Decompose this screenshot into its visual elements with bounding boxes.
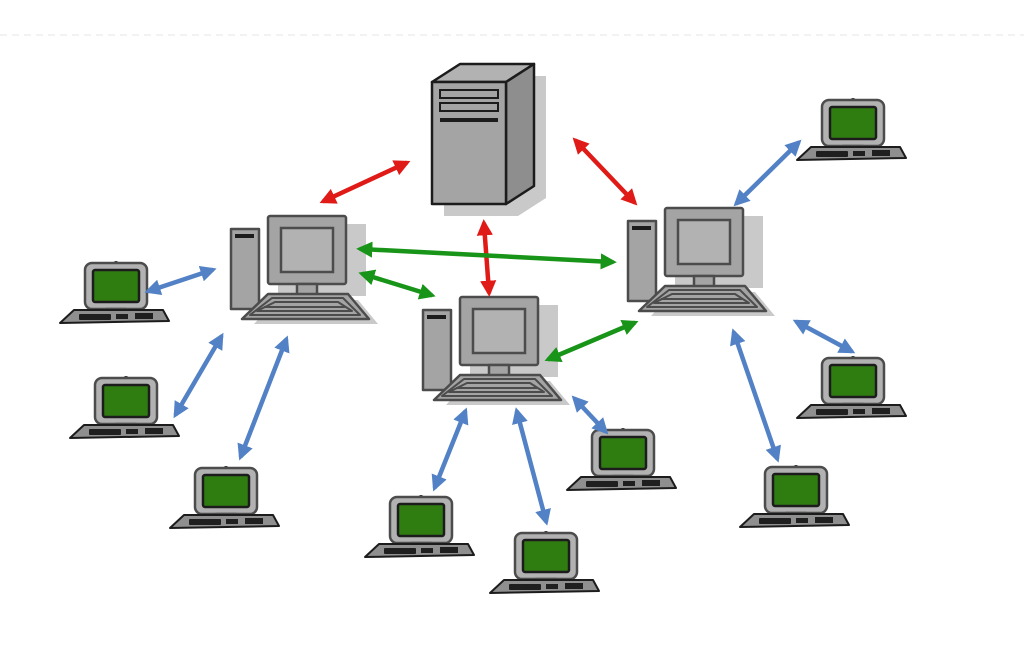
link-workstation-right-to-client-top-right <box>733 139 802 207</box>
link-workstation-right-to-client-right-lower <box>730 328 781 463</box>
link-server-to-workstation-left <box>319 160 411 204</box>
client-top-right-node <box>795 96 908 162</box>
link-server-to-workstation-right <box>572 137 638 206</box>
server-node <box>430 62 548 218</box>
workstation-left-node <box>229 214 380 326</box>
link-workstation-center-to-client-bottom-left <box>431 407 469 492</box>
link-workstation-left-to-client-lower-left <box>237 335 290 461</box>
link-workstation-left-to-workstation-center <box>358 269 436 300</box>
link-workstation-left-to-client-upper-left <box>144 265 217 296</box>
client-center-right-node <box>565 426 678 492</box>
link-workstation-left-to-workstation-right <box>356 241 617 270</box>
link-server-to-workstation-center <box>476 219 497 297</box>
edges-layer <box>144 137 856 526</box>
nodes-layer <box>58 62 908 595</box>
client-bottom-left-node <box>363 493 476 559</box>
client-right-mid-node <box>795 354 908 420</box>
workstation-right-node <box>626 206 777 318</box>
link-workstation-center-to-workstation-right <box>544 319 639 363</box>
link-workstation-center-to-client-center-right <box>571 395 609 435</box>
workstation-center-node <box>421 295 572 407</box>
client-right-lower-node <box>738 463 851 529</box>
client-bottom-center-node <box>488 529 601 595</box>
client-mid-left-node <box>68 374 181 440</box>
link-workstation-center-to-client-bottom-center <box>512 407 551 526</box>
client-lower-left-node <box>168 464 281 530</box>
link-workstation-left-to-client-mid-left <box>173 332 224 419</box>
link-workstation-right-to-client-right-mid <box>792 319 856 354</box>
